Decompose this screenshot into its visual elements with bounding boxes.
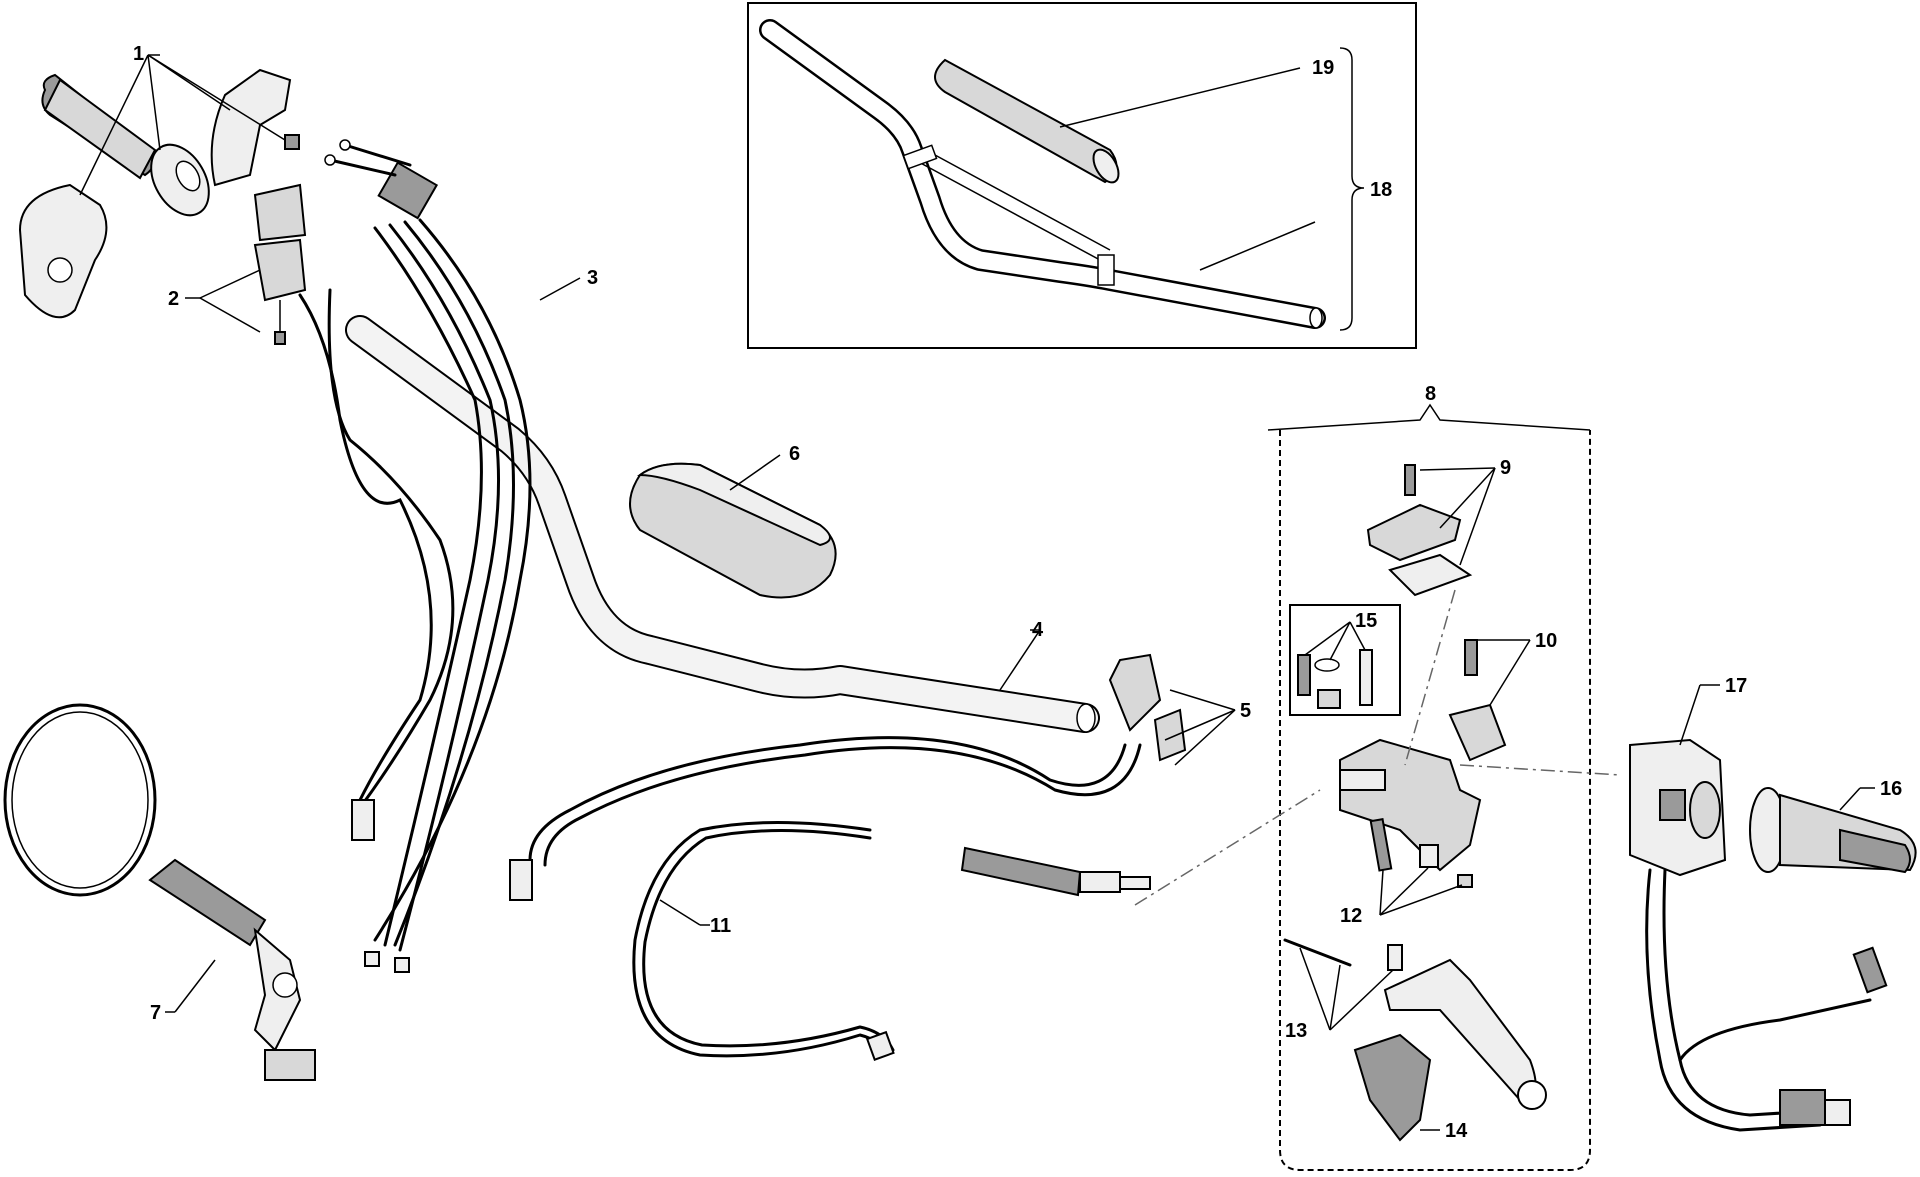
- right-clamp: 5: [1108, 653, 1251, 766]
- callout-9: 9: [1500, 457, 1511, 479]
- left-switch-wire: [298, 288, 455, 841]
- connector: [351, 799, 375, 841]
- handlebar: 4: [345, 315, 1100, 733]
- callout-4: 4: [1032, 619, 1044, 641]
- brace-18: [1339, 47, 1365, 331]
- mirror: 7: [3, 703, 316, 1081]
- callout-5: 5: [1240, 700, 1251, 722]
- callout-2: 2: [168, 288, 179, 310]
- seal-kit-box: [1289, 604, 1401, 716]
- bar-pad: [934, 58, 1120, 184]
- leader-4: [999, 629, 1041, 691]
- leader-6: [729, 454, 781, 491]
- callout-10: 10: [1535, 630, 1557, 652]
- clutch-cable: 11: [632, 821, 1151, 1061]
- inset-frame: [747, 2, 1417, 349]
- leader-7: [174, 959, 216, 1013]
- leader-11: [659, 899, 701, 926]
- callout-15: 15: [1355, 610, 1377, 632]
- callout-18: 18: [1370, 179, 1392, 201]
- callout-3: 3: [587, 267, 598, 289]
- callout-11: 11: [710, 915, 731, 937]
- callout-8: 8: [1425, 383, 1436, 405]
- callout-6: 6: [789, 443, 800, 465]
- callout-7: 7: [150, 1002, 161, 1024]
- right-switch-wire: [509, 736, 1142, 901]
- callout-14: 14: [1445, 1120, 1468, 1142]
- callout-13: 13: [1285, 1020, 1307, 1042]
- clutch-master-group: 8 9 15 10 12: [1134, 383, 1621, 1171]
- callout-16: 16: [1880, 778, 1902, 800]
- connector-right: [509, 859, 533, 901]
- inset-handlebar-panel: 19 18: [747, 2, 1417, 349]
- leader-18: [1199, 221, 1316, 271]
- leader-19: [1059, 67, 1301, 128]
- leader-3: [539, 277, 581, 301]
- callout-12: 12: [1340, 905, 1362, 927]
- right-switch-and-grip: 17 16: [1629, 675, 1917, 1132]
- left-grip-assembly: 1: [18, 43, 300, 319]
- throttle-housing-lower: [18, 183, 108, 319]
- alt-handlebar: [759, 19, 1326, 329]
- callout-1: 1: [133, 43, 144, 65]
- left-clamp: 2: [168, 183, 307, 345]
- throttle-housing-upper: [210, 68, 292, 187]
- callout-17: 17: [1725, 675, 1747, 697]
- throttle-cables: 3: [324, 139, 598, 973]
- callout-19: 19: [1312, 57, 1334, 79]
- crossbar-pad: 6: [629, 443, 837, 599]
